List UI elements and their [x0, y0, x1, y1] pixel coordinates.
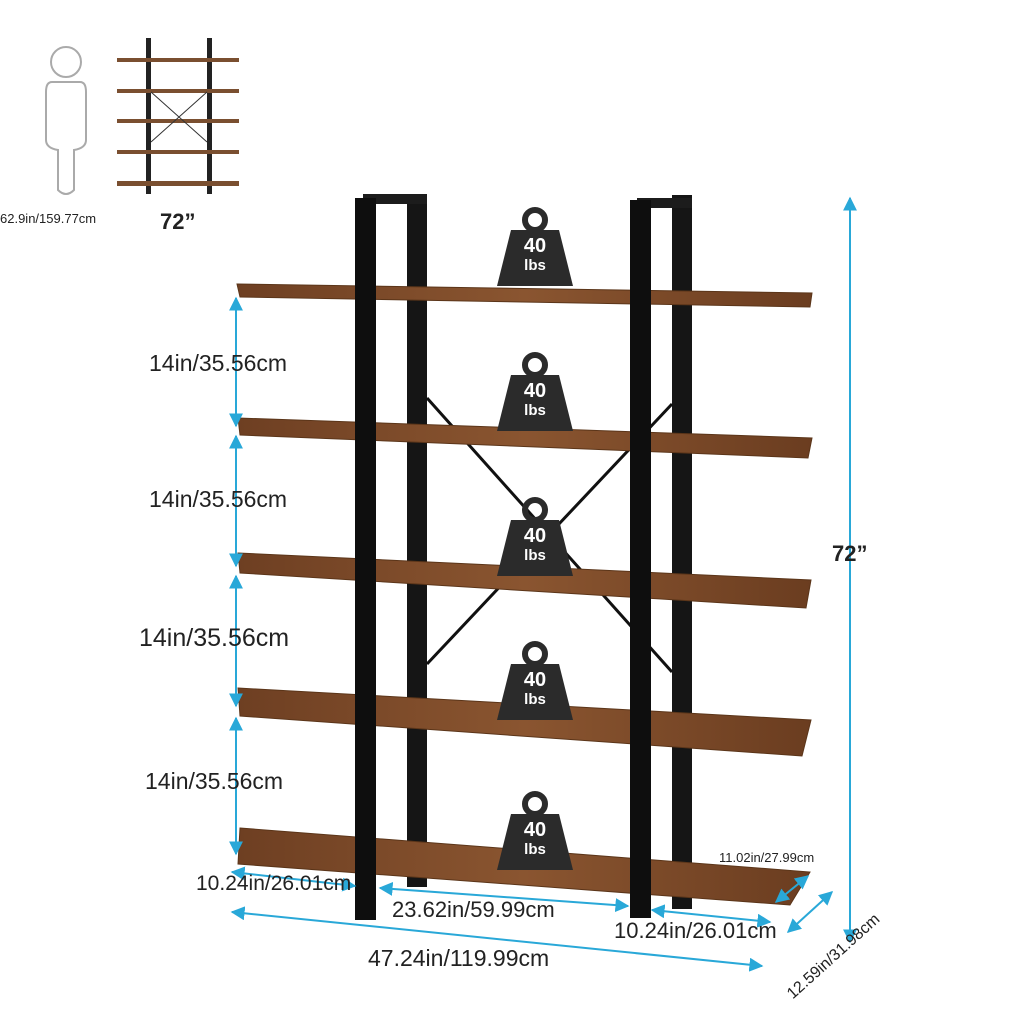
weight-icon — [497, 641, 573, 720]
shelf-spacing-label-2: 14in/35.56cm — [149, 486, 288, 512]
weight-icon — [497, 352, 573, 431]
right-depth-label: 10.24in/26.01cm — [614, 918, 777, 943]
shelf-1 — [236, 283, 813, 308]
thumbnail-height-label: 72” — [160, 209, 196, 234]
weight-value: 40 — [523, 819, 547, 841]
dimension-lines — [229, 196, 857, 972]
person-silhouette-icon — [45, 46, 87, 195]
weight-value: 40 — [523, 525, 547, 547]
weight-unit: lbs — [524, 547, 546, 564]
weight-unit: lbs — [524, 402, 546, 419]
weight-icon — [497, 207, 573, 286]
weight-icon — [497, 497, 573, 576]
thumbnail-shelf-icon — [117, 38, 239, 194]
weight-unit: lbs — [524, 691, 546, 708]
weight-value: 40 — [523, 669, 547, 691]
weight-icons — [497, 207, 573, 870]
left-depth-label: 10.24in/26.01cm — [196, 872, 352, 895]
person-height-label: 62.9in/159.77cm — [0, 211, 97, 226]
shelf-2 — [237, 417, 813, 459]
shelf-spacing-label-1: 14in/35.56cm — [149, 350, 288, 376]
weight-value: 40 — [523, 380, 547, 402]
total-width-label: 47.24in/119.99cm — [368, 945, 550, 971]
shelf-spacing-label-3: 14in/35.56cm — [139, 624, 290, 652]
middle-width-label: 23.62in/59.99cm — [392, 897, 555, 922]
weight-unit: lbs — [524, 841, 546, 858]
weight-value: 40 — [523, 235, 547, 257]
shelf-spacing-label-4: 14in/35.56cm — [145, 768, 284, 794]
total-height-label: 72” — [832, 541, 868, 566]
shelf-depth-label: 11.02in/27.99cm — [719, 850, 815, 865]
weight-icon — [497, 791, 573, 870]
weight-unit: lbs — [524, 257, 546, 274]
front-posts — [355, 198, 651, 920]
